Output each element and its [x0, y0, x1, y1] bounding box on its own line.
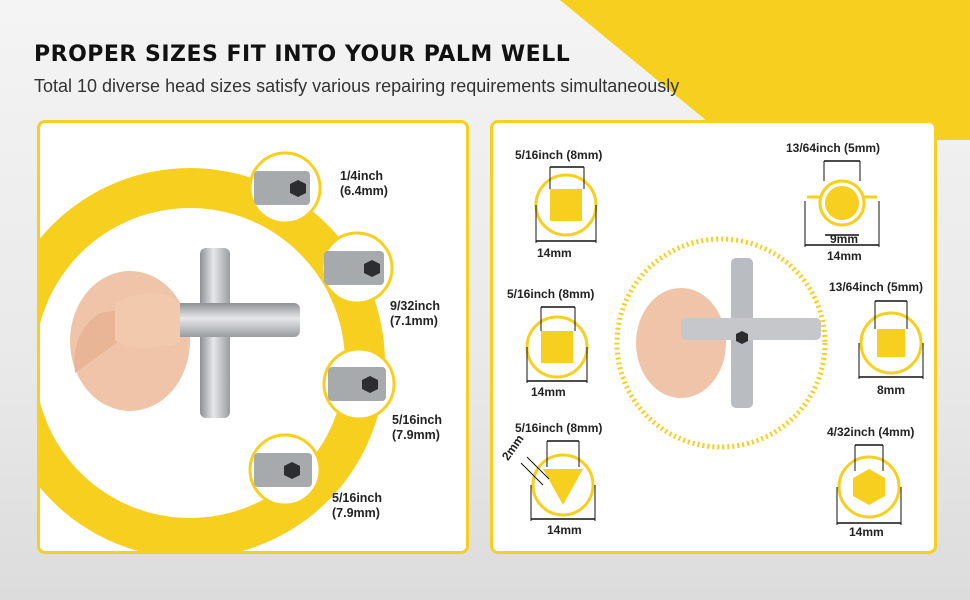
page-title: PROPER SIZES FIT INTO YOUR PALM WELL	[34, 42, 571, 67]
size-label-1: 1/4inch(6.4mm)	[340, 169, 388, 198]
head-2-label: 13/64inch (5mm)	[786, 141, 881, 155]
triangle-head-diagram	[520, 440, 596, 521]
head-4-width: 8mm	[877, 383, 906, 397]
hand-grip-panel: 1/4inch(6.4mm) 9/32inch(7.1mm) 5/16inch(…	[37, 120, 469, 554]
head-sizes-panel: 5/16inch (8mm) 14mm 13/64inch (5mm) 9mm …	[490, 120, 937, 554]
socket-closeup-2	[320, 231, 394, 305]
head-3-width: 14mm	[531, 385, 566, 399]
size-label-3: 5/16inch(7.9mm)	[392, 413, 443, 442]
hexagon-head-diagram	[836, 444, 902, 525]
hand-holding-key-image	[70, 248, 300, 418]
head-3-label: 5/16inch (8mm)	[507, 287, 595, 301]
square-head-1-diagram	[534, 166, 598, 243]
small-square-head-diagram	[858, 300, 924, 379]
round-key-head-diagram	[804, 160, 880, 247]
head-5-width: 14mm	[547, 523, 582, 537]
head-5-label: 5/16inch (8mm)	[515, 421, 603, 435]
background-yellow-shape	[560, 0, 970, 140]
socket-closeup-4	[248, 433, 322, 507]
head-2-width: 14mm	[827, 249, 862, 263]
square-head-3-diagram	[525, 306, 589, 383]
socket-closeup-1	[248, 151, 322, 225]
page-subtitle: Total 10 diverse head sizes satisfy vari…	[34, 76, 680, 96]
head-6-width: 14mm	[849, 525, 884, 539]
socket-closeup-3	[322, 347, 396, 421]
head-4-label: 13/64inch (5mm)	[829, 280, 924, 294]
size-label-2: 9/32inch(7.1mm)	[390, 299, 441, 328]
head-1-width: 14mm	[537, 246, 572, 260]
size-label-4: 5/16inch(7.9mm)	[332, 491, 383, 520]
head-1-label: 5/16inch (8mm)	[515, 148, 603, 162]
head-6-label: 4/32inch (4mm)	[827, 425, 915, 439]
key-image-dashed-circle	[614, 236, 828, 450]
head-2-inner: 9mm	[830, 232, 859, 246]
